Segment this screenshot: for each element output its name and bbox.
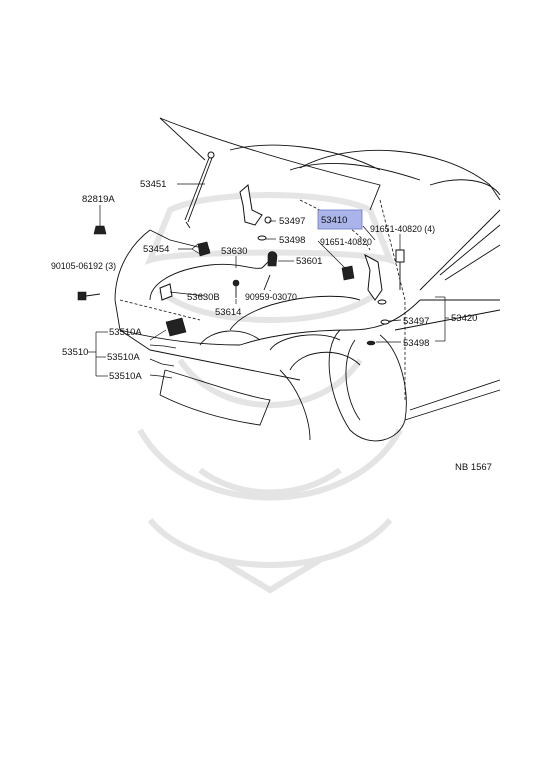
- label-53451[interactable]: 53451: [140, 179, 166, 190]
- label-53497-lower[interactable]: 53497: [403, 316, 429, 327]
- label-53601[interactable]: 53601: [296, 256, 322, 267]
- label-91651-40820-4[interactable]: 91651-40820 (4): [370, 224, 435, 234]
- grommet: [93, 225, 107, 235]
- leader-lines: [88, 183, 449, 377]
- hood-lock: [159, 317, 187, 379]
- label-90959-03070[interactable]: 90959-03070: [245, 292, 297, 302]
- bolt: [77, 291, 101, 301]
- label-90105-06192[interactable]: 90105-06192 (3): [51, 261, 116, 271]
- label-82819a[interactable]: 82819A: [82, 194, 115, 205]
- support-bracket: [197, 241, 211, 257]
- car-body-outline: [114, 117, 501, 442]
- hinge-bolts: [341, 265, 355, 281]
- label-53614[interactable]: 53614: [215, 307, 241, 318]
- label-53498-upper[interactable]: 53498: [279, 235, 305, 246]
- label-53510[interactable]: 53510: [62, 347, 88, 358]
- hood-hinge-left: [239, 184, 272, 241]
- diagram-code: NB 1567: [455, 462, 492, 473]
- hood-lock-clamp: [267, 251, 278, 267]
- hood-support-rod: [184, 151, 215, 229]
- label-53630[interactable]: 53630: [221, 246, 247, 257]
- hood-hinge-right: [364, 249, 405, 346]
- hood-release-cable: [149, 261, 271, 301]
- label-53454[interactable]: 53454: [143, 244, 169, 255]
- label-53497-upper[interactable]: 53497: [279, 216, 305, 227]
- label-53420[interactable]: 53420: [451, 313, 477, 324]
- part-labels: 53451 82819A 53454 90105-06192 (3) 53630…: [51, 179, 492, 473]
- label-53410[interactable]: 53410: [321, 215, 347, 226]
- label-91651-40820[interactable]: 91651-40820: [320, 237, 372, 247]
- label-53630b[interactable]: 53630B: [187, 292, 220, 303]
- label-53510a-1[interactable]: 53510A: [109, 327, 142, 338]
- label-53510a-2[interactable]: 53510A: [107, 352, 140, 363]
- highlight-53410: [317, 209, 363, 230]
- label-53498-lower[interactable]: 53498: [403, 338, 429, 349]
- label-53510a-3[interactable]: 53510A: [109, 371, 142, 382]
